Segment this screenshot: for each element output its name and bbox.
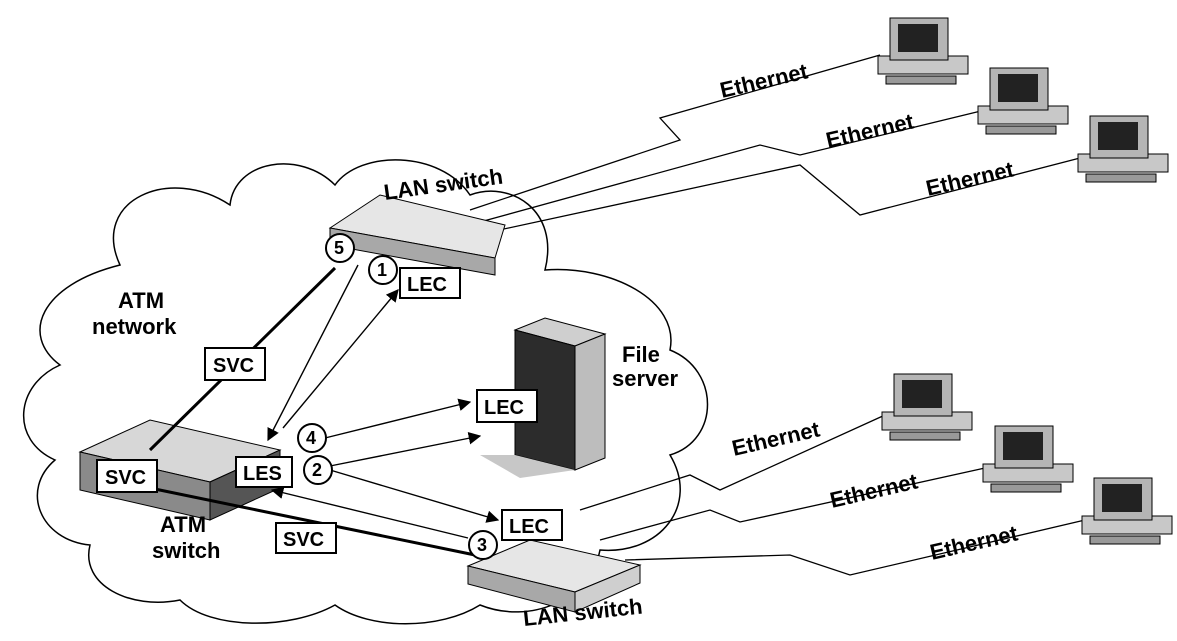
step-marker: 5 <box>325 233 355 263</box>
svg-text:4: 4 <box>306 428 316 448</box>
svg-text:LES: LES <box>243 463 282 485</box>
ethernet-label: Ethernet <box>730 416 823 461</box>
svg-text:LEC: LEC <box>407 274 447 296</box>
svg-text:1: 1 <box>377 260 387 280</box>
svg-text:SVC: SVC <box>213 355 254 377</box>
step-marker: 4 <box>297 423 327 453</box>
atm-network-label-line1: ATM <box>118 288 164 313</box>
workstation-icon <box>881 373 973 441</box>
ethernet-link <box>479 109 986 223</box>
ethernet-link <box>469 54 881 211</box>
ethernet-link <box>489 157 1081 233</box>
workstation-icon <box>877 17 969 85</box>
file-server-label-line1: File <box>622 342 660 367</box>
svc-box: SVC <box>96 459 158 493</box>
step-marker: 2 <box>303 455 333 485</box>
ethernet-label: Ethernet <box>928 520 1021 565</box>
step-marker: 1 <box>368 255 398 285</box>
ethernet-label: Ethernet <box>924 156 1017 201</box>
svc-box: SVC <box>275 522 337 554</box>
les-box: LES <box>235 456 293 488</box>
le-arrows <box>267 264 500 539</box>
lec-box: LEC <box>501 509 563 541</box>
workstation-icon <box>1081 477 1173 545</box>
file-server <box>480 317 607 478</box>
step-marker: 3 <box>468 530 498 560</box>
svg-text:LEC: LEC <box>484 397 524 419</box>
ethernet-label: Ethernet <box>828 468 921 513</box>
atm-switch-label-line2: switch <box>152 538 220 563</box>
lec-box: LEC <box>399 267 461 299</box>
svg-text:2: 2 <box>312 460 322 480</box>
workstation-icon <box>982 425 1074 493</box>
ethernet-links-bottom <box>579 414 1086 576</box>
ethernet-label: Ethernet <box>824 108 917 153</box>
lan-switch-bottom <box>466 539 642 613</box>
svc-box: SVC <box>204 347 266 381</box>
svg-text:3: 3 <box>477 535 487 555</box>
file-server-label-line2: server <box>612 366 679 391</box>
atm-network-label-line2: network <box>92 314 177 339</box>
svg-text:LEC: LEC <box>509 516 549 538</box>
ethernet-links-top <box>469 54 1081 233</box>
ethernet-label: Ethernet <box>718 58 811 103</box>
workstation-icon <box>1077 115 1169 183</box>
svg-text:SVC: SVC <box>105 467 146 489</box>
ethernet-link <box>599 467 986 541</box>
ethernet-link <box>624 519 1086 576</box>
svg-text:5: 5 <box>334 238 344 258</box>
atm-switch-label-line1: ATM <box>160 512 206 537</box>
workstation-icon <box>977 67 1069 135</box>
lec-box: LEC <box>476 389 538 423</box>
svg-text:SVC: SVC <box>283 529 324 551</box>
ethernet-link <box>579 414 886 511</box>
